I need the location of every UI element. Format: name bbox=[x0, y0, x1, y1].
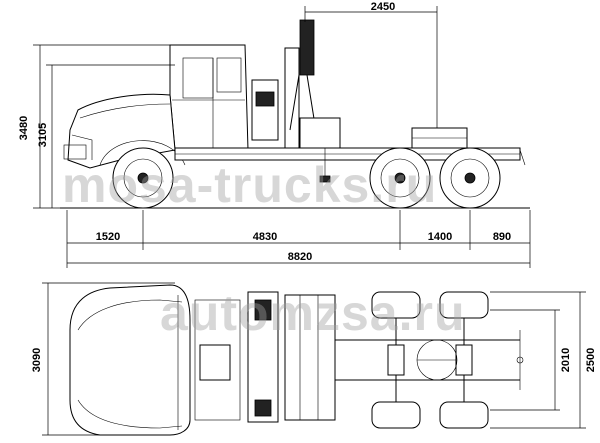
tank-detail bbox=[255, 91, 275, 107]
windshield-line bbox=[77, 299, 183, 331]
front-wheel-hub bbox=[137, 172, 149, 184]
rear-light bbox=[519, 149, 526, 166]
dim-front-overhang: 1520 bbox=[96, 231, 120, 243]
crane-plan bbox=[284, 294, 336, 421]
dim-overall-width: 2500 bbox=[585, 348, 597, 372]
equipment-detail-1 bbox=[254, 299, 272, 321]
watermark-bottom: automzsa.ru bbox=[160, 285, 466, 341]
roof-hatch bbox=[199, 344, 231, 381]
rear-wheel-2-hub bbox=[464, 172, 476, 184]
side-view: 3480 3105 2450 1520 4830 1400 890 8820 bbox=[18, 1, 531, 268]
rear-wheel-1-hub bbox=[394, 172, 406, 184]
dim-bogie-spacing: 1400 bbox=[428, 231, 452, 243]
crane-brace bbox=[289, 74, 300, 131]
crane-base bbox=[299, 117, 341, 149]
diff-2 bbox=[455, 344, 473, 376]
dim-cab-height: 3105 bbox=[37, 123, 49, 147]
diff-1 bbox=[387, 344, 405, 376]
dim-rear-overhang: 890 bbox=[493, 231, 511, 243]
towing-hook bbox=[516, 356, 524, 364]
front-wheel-rim bbox=[123, 158, 163, 198]
dim-track: 2010 bbox=[560, 348, 572, 372]
tank-unit bbox=[251, 79, 279, 141]
crane-boom bbox=[299, 19, 315, 76]
dim-cab-width: 3090 bbox=[31, 348, 43, 372]
dim-rear-overhang-top: 2450 bbox=[371, 1, 395, 13]
grille-line bbox=[71, 134, 93, 160]
cab-body bbox=[169, 44, 249, 151]
dim-total-length: 8820 bbox=[288, 251, 312, 263]
crane-arm bbox=[306, 74, 316, 126]
hood-line bbox=[79, 103, 171, 119]
equipment-detail-2 bbox=[254, 399, 272, 417]
cab-window-rear bbox=[216, 57, 242, 93]
rear-wheel-bl bbox=[371, 401, 421, 429]
front-bumper bbox=[63, 144, 87, 160]
crane-column bbox=[284, 47, 300, 149]
rear-wheel-br bbox=[439, 401, 489, 429]
cab-roof-plan bbox=[194, 299, 241, 421]
hood-plan-line bbox=[77, 399, 183, 429]
watermark-top: mosa-trucks.ru bbox=[62, 157, 437, 213]
cab-plan bbox=[69, 284, 191, 436]
dim-total-height: 3480 bbox=[18, 116, 30, 140]
outrigger-foot bbox=[319, 175, 331, 183]
dim-wheelbase: 4830 bbox=[253, 231, 277, 243]
rear-wheel-2-rim bbox=[450, 158, 490, 198]
rear-wheel-1-rim bbox=[380, 158, 420, 198]
top-view: 3090 2010 2500 bbox=[31, 282, 597, 436]
